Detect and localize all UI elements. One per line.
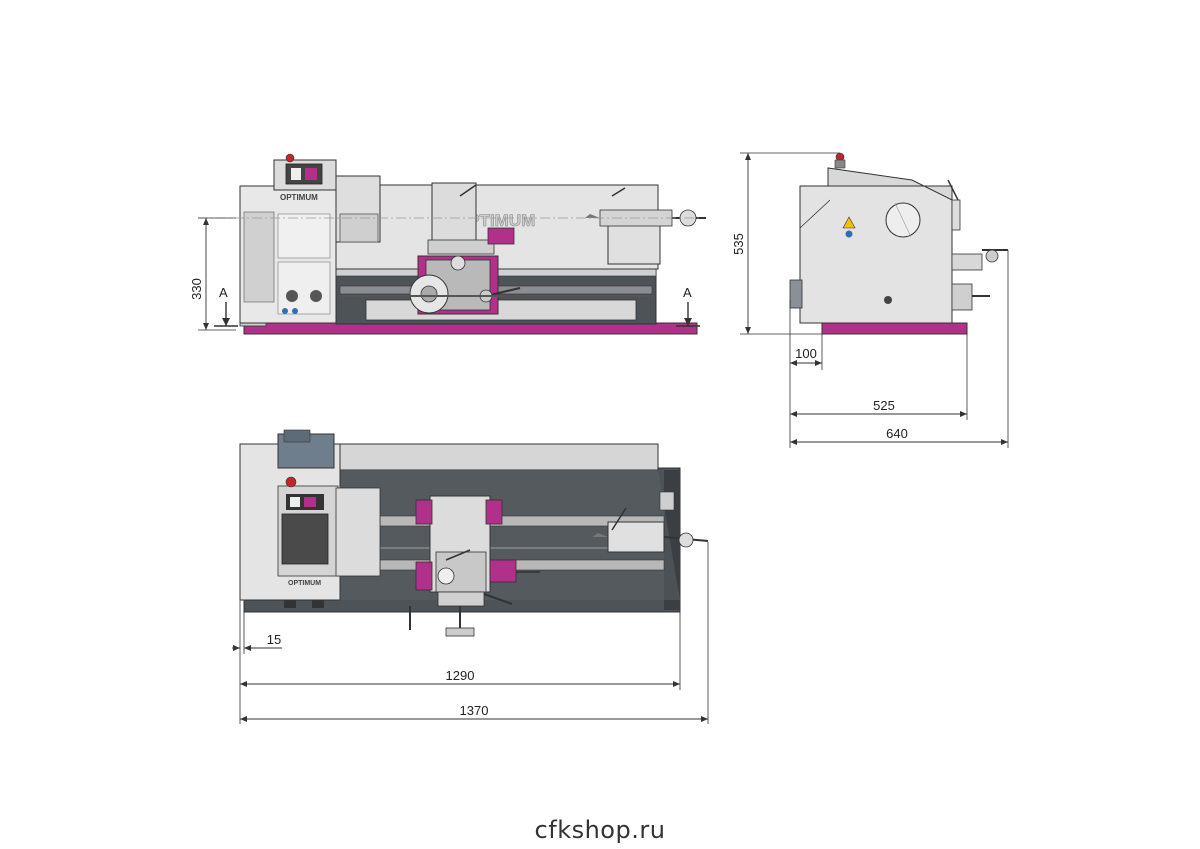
top-handwheel-icon [445, 627, 475, 637]
dim-top-total-length: 1370 [460, 703, 489, 718]
side-warning-icon [842, 216, 856, 229]
top-tailstock [607, 521, 665, 553]
dim-front-height: 330 [189, 278, 204, 300]
front-emergency-stop-icon [285, 153, 295, 163]
section-label-right: A [683, 285, 692, 300]
side-view: 535 100 525 640 [731, 152, 1009, 448]
top-brand-text: OPTIMUM [288, 580, 321, 587]
side-base [821, 322, 968, 335]
dim-top-length: 1290 [446, 668, 475, 683]
watermark: cfkshop.ru [534, 816, 666, 844]
dim-side-height: 535 [731, 233, 746, 255]
front-base [243, 322, 698, 335]
dim-side-depth: 525 [873, 398, 895, 413]
front-tailstock [607, 223, 661, 265]
side-body [799, 185, 953, 324]
front-carriage [431, 182, 477, 244]
front-view: OPTIMUM OPTIMUM [189, 153, 706, 335]
top-emergency-stop-icon [285, 476, 297, 488]
dim-side-offset: 100 [795, 346, 817, 361]
top-display-panel [281, 513, 329, 565]
side-info-icon [845, 230, 853, 238]
top-view: OPTIMUM 15 1290 [232, 429, 709, 724]
dim-top-offset: 15 [267, 632, 281, 647]
section-label-left: A [219, 285, 228, 300]
dim-side-total-depth: 640 [886, 426, 908, 441]
front-panel-brand: OPTIMUM [280, 193, 318, 202]
